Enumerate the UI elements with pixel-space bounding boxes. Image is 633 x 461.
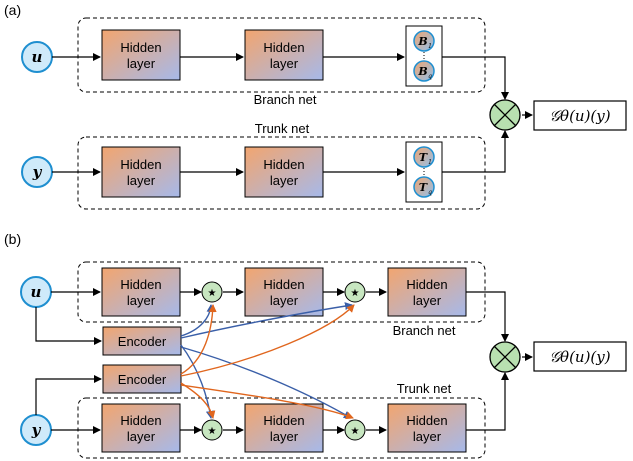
svg-text:Hidden: Hidden [406, 413, 447, 428]
svg-text:layer: layer [127, 56, 156, 71]
svg-text:u: u [31, 283, 42, 301]
star-node-branch-2: ★ [344, 281, 366, 303]
svg-text:Hidden: Hidden [120, 413, 161, 428]
star-node-trunk-2: ★ [344, 419, 366, 441]
svg-text:u: u [32, 48, 43, 66]
svg-text:layer: layer [270, 293, 299, 308]
output-box-a: 𝒢θ(u)(y) [533, 100, 627, 131]
trunk-hidden-layer-1-b: Hidden layer [101, 403, 181, 453]
svg-text:y: y [32, 163, 43, 181]
trunk-hidden-layer-1-a: Hidden layer [101, 146, 181, 198]
svg-text:Encoder: Encoder [118, 334, 167, 349]
svg-text:Hidden: Hidden [263, 157, 304, 172]
branch-output-box-a: B 1 B q [405, 25, 443, 87]
branch-output-bq: B [417, 65, 427, 78]
input-y-node-b: y [20, 414, 52, 446]
trunk-hidden-layer-2-a: Hidden layer [244, 146, 324, 198]
input-u-node-b: u [20, 276, 52, 308]
encoder-top: Encoder [102, 326, 182, 356]
star-node-trunk-1: ★ [201, 419, 223, 441]
panel-b-label: (b) [4, 231, 21, 247]
trunk-output-box-a: T 1 T q [405, 141, 443, 203]
trunk-net-label-b: Trunk net [397, 381, 452, 396]
branch-net-frame-a [77, 17, 486, 93]
svg-text:layer: layer [270, 429, 299, 444]
svg-text:Hidden: Hidden [263, 413, 304, 428]
branch-output-b1: B [417, 35, 427, 48]
encoder-orange-arrows [180, 304, 355, 420]
multiply-node-a [489, 99, 521, 131]
branch-net-label-b: Branch net [393, 323, 456, 338]
svg-text:★: ★ [208, 288, 217, 299]
svg-text:Hidden: Hidden [406, 277, 447, 292]
branch-net-label-a: Branch net [254, 92, 317, 107]
trunk-output-t1: T [419, 151, 428, 164]
svg-text:Hidden: Hidden [120, 40, 161, 55]
svg-text:layer: layer [127, 173, 156, 188]
svg-text:layer: layer [127, 429, 156, 444]
trunk-output-tq-sub: q [428, 189, 432, 196]
branch-hidden-layer-3-b: Hidden layer [387, 267, 467, 317]
branch-output-b1-sub: 1 [428, 43, 432, 50]
trunk-net-frame-a [77, 136, 486, 210]
branch-hidden-layer-2-a: Hidden layer [244, 29, 324, 81]
svg-text:★: ★ [351, 426, 360, 437]
branch-hidden-layer-2-b: Hidden layer [244, 267, 324, 317]
encoder-blue-arrows [180, 302, 353, 419]
branch-output-bq-sub: q [428, 73, 432, 80]
svg-text:Encoder: Encoder [118, 372, 167, 387]
svg-text:layer: layer [270, 173, 299, 188]
svg-text:Hidden: Hidden [120, 277, 161, 292]
trunk-net-frame-b [77, 397, 486, 459]
svg-text:★: ★ [208, 426, 217, 437]
svg-text:Hidden: Hidden [263, 277, 304, 292]
branch-hidden-layer-1-b: Hidden layer [101, 267, 181, 317]
trunk-hidden-layer-2-b: Hidden layer [244, 403, 324, 453]
svg-text:layer: layer [413, 293, 442, 308]
arrows-b [35, 288, 533, 434]
svg-text:layer: layer [270, 56, 299, 71]
trunk-output-t1-sub: 1 [428, 159, 432, 166]
output-box-b: 𝒢θ(u)(y) [533, 341, 627, 372]
svg-text:𝒢θ(u)(y): 𝒢θ(u)(y) [549, 107, 610, 125]
multiply-node-b [489, 341, 521, 373]
panel-a-label: (a) [4, 2, 21, 18]
trunk-hidden-layer-3-b: Hidden layer [387, 403, 467, 453]
svg-text:★: ★ [351, 288, 360, 299]
encoder-bottom: Encoder [102, 364, 182, 394]
svg-text:Hidden: Hidden [120, 157, 161, 172]
branch-hidden-layer-1-a: Hidden layer [101, 29, 181, 81]
star-node-branch-1: ★ [201, 281, 223, 303]
svg-text:𝒢θ(u)(y): 𝒢θ(u)(y) [549, 348, 610, 366]
trunk-net-label-a: Trunk net [255, 121, 310, 136]
input-u-node-a: u [21, 41, 53, 73]
trunk-output-tq: T [419, 181, 428, 194]
arrows-a [52, 53, 533, 176]
svg-text:layer: layer [413, 429, 442, 444]
svg-text:Hidden: Hidden [263, 40, 304, 55]
input-y-node-a: y [21, 156, 53, 188]
svg-text:layer: layer [127, 293, 156, 308]
svg-text:y: y [31, 421, 42, 439]
